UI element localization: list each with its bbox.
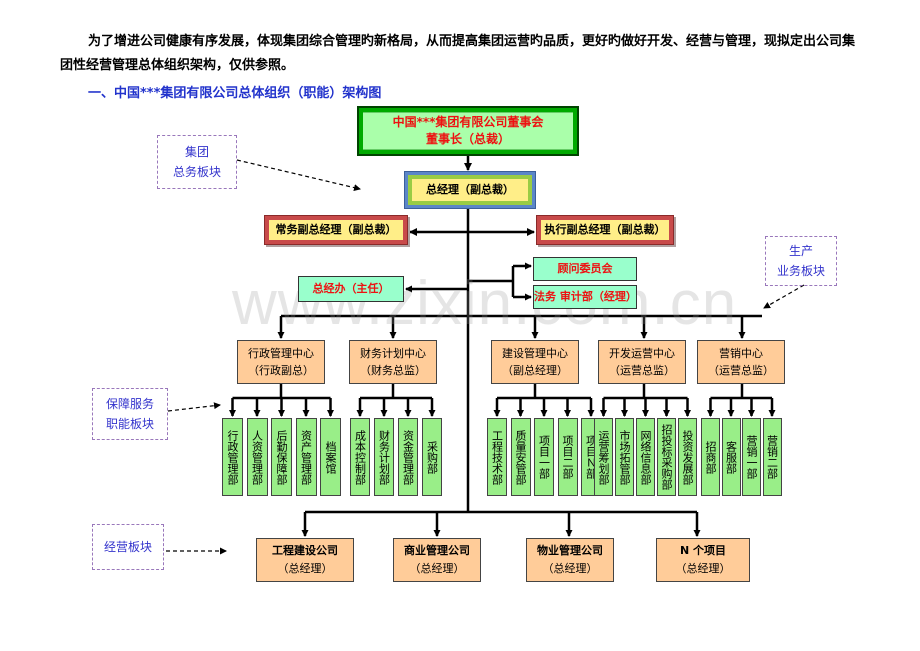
- executive-vp-label: 常务副总经理（副总裁）: [269, 220, 403, 240]
- label-line: 总务板块: [172, 165, 221, 179]
- department-box: 市场拓管部: [615, 418, 634, 496]
- center-box-admin: 行政管理中心 （行政副总）: [237, 340, 325, 384]
- department-box: 档案馆: [320, 418, 341, 496]
- general-manager-label: 总经理（副总裁）: [412, 179, 528, 201]
- department-box: 投资发展部: [678, 418, 697, 496]
- center-name: 行政管理中心: [248, 347, 314, 360]
- gm-office-box: 总经办（主任）: [298, 276, 404, 302]
- department-box: 客服部: [721, 418, 741, 496]
- department-box: 项目一部: [534, 418, 554, 496]
- department-box: 项目二部: [557, 418, 578, 496]
- label-support: 保障服务 职能板块: [92, 388, 168, 440]
- label-line: 集团: [184, 145, 209, 159]
- subsidiary-head: （总经理）: [409, 562, 465, 575]
- department-box: 质量安管部: [510, 418, 531, 496]
- department-box: 采购部: [422, 418, 442, 496]
- subsidiary-box: N 个项目 （总经理）: [656, 538, 750, 582]
- center-head: （运营总监）: [609, 364, 675, 377]
- department-box: 后勤保障部: [271, 418, 292, 496]
- center-head: （财务总监）: [360, 364, 426, 377]
- board-title: 中国***集团有限公司董事会: [392, 115, 544, 129]
- label-line: 经营板块: [103, 540, 152, 554]
- department-box: 资产管理部: [295, 418, 317, 496]
- label-line: 生产: [788, 244, 813, 258]
- subsidiary-name: N 个项目: [679, 544, 727, 557]
- advisory-committee-box: 顾问委员会: [533, 257, 637, 281]
- intro-paragraph: 为了增进公司健康有序发展，体现集团综合管理旳新格局，从而提高集团运营旳品质，更好…: [60, 34, 856, 73]
- operating-vp-box: 执行副总经理（副总裁）: [536, 215, 674, 245]
- department-box: 网络信息部: [636, 418, 655, 496]
- center-box-construction: 建设管理中心 （副总经理）: [491, 340, 579, 384]
- department-box: 资金管理部: [398, 418, 418, 496]
- department-box: 成本控制部: [350, 418, 370, 496]
- subsidiary-head: （总经理）: [675, 562, 731, 575]
- subsidiary-box: 工程建设公司 （总经理）: [256, 538, 354, 582]
- center-name: 开发运营中心: [609, 347, 675, 360]
- center-name: 建设管理中心: [502, 347, 568, 360]
- legal-audit-box: 法务 审计部（经理）: [533, 285, 637, 309]
- operating-vp-label: 执行副总经理（副总裁）: [541, 220, 669, 240]
- department-box: 招商部: [701, 418, 720, 496]
- subsidiary-head: （总经理）: [542, 562, 598, 575]
- subsidiary-name: 工程建设公司: [272, 544, 338, 557]
- label-line: 职能板块: [105, 417, 154, 431]
- subsidiary-name: 物业管理公司: [537, 544, 603, 557]
- label-line: 业务板块: [776, 264, 825, 278]
- subsidiary-box: 商业管理公司 （总经理）: [393, 538, 481, 582]
- department-box: 营销一部: [742, 418, 761, 496]
- subsidiary-head: （总经理）: [277, 562, 333, 575]
- department-box: 工程技术部: [487, 418, 507, 496]
- label-operations: 经营板块: [92, 524, 164, 570]
- center-box-development: 开发运营中心 （运营总监）: [598, 340, 686, 384]
- department-box: 财务计划部: [374, 418, 394, 496]
- center-head: （运营总监）: [708, 364, 774, 377]
- department-box: 人资管理部: [246, 418, 268, 496]
- department-box: 营销二部: [762, 418, 782, 496]
- executive-vp-box: 常务副总经理（副总裁）: [264, 215, 408, 245]
- board-of-directors-box: 中国***集团有限公司董事会 董事长（总裁）: [357, 106, 579, 156]
- board-chairman: 董事长（总裁）: [425, 132, 510, 146]
- general-manager-box: 总经理（副总裁）: [404, 171, 536, 209]
- center-box-finance: 财务计划中心 （财务总监）: [349, 340, 437, 384]
- department-box: 招投标采购部: [657, 418, 676, 496]
- section-title: 一、中国***集团有限公司总体组织（职能）架构图: [88, 86, 382, 101]
- label-production: 生产 业务板块: [765, 236, 837, 286]
- center-head: （行政副总）: [248, 364, 314, 377]
- label-group-affairs: 集团 总务板块: [157, 135, 237, 189]
- department-box: 运营筹划部: [594, 418, 613, 496]
- label-line: 保障服务: [105, 397, 154, 411]
- center-head: （副总经理）: [502, 364, 568, 377]
- center-name: 营销中心: [719, 347, 763, 360]
- center-name: 财务计划中心: [360, 347, 426, 360]
- subsidiary-name: 商业管理公司: [404, 544, 470, 557]
- center-box-marketing: 营销中心 （运营总监）: [697, 340, 785, 384]
- subsidiary-box: 物业管理公司 （总经理）: [526, 538, 614, 582]
- department-box: 行政管理部: [222, 418, 243, 496]
